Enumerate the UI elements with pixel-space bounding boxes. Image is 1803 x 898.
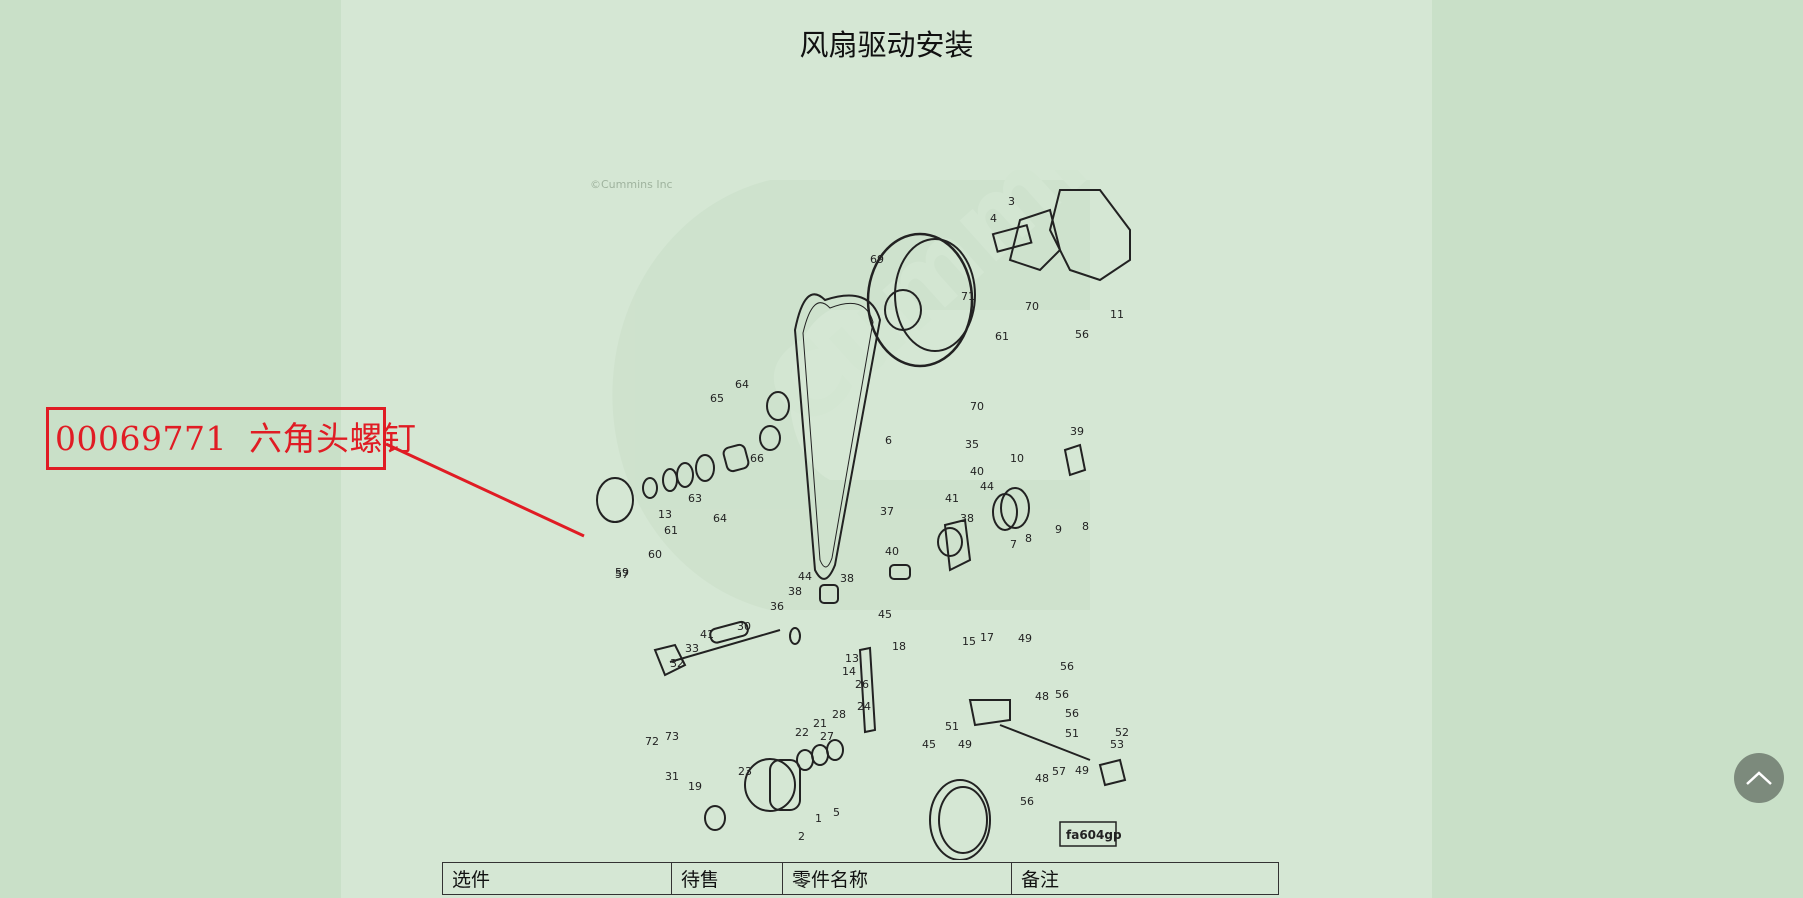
svg-text:27: 27 <box>820 730 834 743</box>
chevron-up-icon <box>1746 771 1772 785</box>
svg-text:35: 35 <box>965 438 979 451</box>
svg-text:69: 69 <box>870 253 884 266</box>
svg-text:73: 73 <box>665 730 679 743</box>
svg-text:26: 26 <box>855 678 869 691</box>
svg-text:49: 49 <box>958 738 972 751</box>
part-number-labels: 71 69 3 4 70 61 70 6 56 11 39 35 64 65 6… <box>615 195 1129 843</box>
svg-text:63: 63 <box>688 492 702 505</box>
svg-text:56: 56 <box>1075 328 1089 341</box>
svg-text:71: 71 <box>961 290 975 303</box>
svg-text:10: 10 <box>1010 452 1024 465</box>
svg-text:1: 1 <box>815 812 822 825</box>
svg-text:32: 32 <box>670 657 684 670</box>
svg-text:41: 41 <box>945 492 959 505</box>
svg-text:64: 64 <box>713 512 727 525</box>
svg-text:22: 22 <box>795 726 809 739</box>
idler-pulley <box>929 779 991 860</box>
figure-id-box: fa604gp <box>1059 821 1122 847</box>
fan-pulley <box>866 232 974 368</box>
svg-text:13: 13 <box>845 652 859 665</box>
svg-text:49: 49 <box>1018 632 1032 645</box>
svg-text:9: 9 <box>1055 523 1062 536</box>
svg-text:70: 70 <box>1025 300 1039 313</box>
svg-text:70: 70 <box>970 400 984 413</box>
svg-text:15: 15 <box>962 635 976 648</box>
parts-table: 选件 待售 零件名称 备注 <box>442 862 1279 895</box>
svg-text:60: 60 <box>648 548 662 561</box>
svg-text:41: 41 <box>700 628 714 641</box>
svg-text:48: 48 <box>1035 772 1049 785</box>
svg-text:11: 11 <box>1110 308 1124 321</box>
col-header-remarks: 备注 <box>1011 862 1279 895</box>
svg-text:38: 38 <box>788 585 802 598</box>
svg-text:45: 45 <box>922 738 936 751</box>
svg-text:33: 33 <box>685 642 699 655</box>
svg-text:44: 44 <box>980 480 994 493</box>
svg-text:30: 30 <box>737 620 751 633</box>
svg-text:52: 52 <box>1115 726 1129 739</box>
cummins-watermark: Cummins <box>612 170 1150 610</box>
tensioner-spring <box>1000 487 1030 529</box>
svg-text:38: 38 <box>960 512 974 525</box>
svg-text:61: 61 <box>664 524 678 537</box>
svg-text:fa604gp: fa604gp <box>1066 828 1122 842</box>
svg-text:51: 51 <box>945 720 959 733</box>
fan-bracket <box>1048 189 1131 282</box>
svg-text:14: 14 <box>842 665 856 678</box>
table-header-row: 选件 待售 零件名称 备注 <box>442 862 1279 895</box>
svg-text:51: 51 <box>1065 727 1079 740</box>
svg-text:17: 17 <box>980 631 994 644</box>
svg-text:53: 53 <box>1110 738 1124 751</box>
svg-text:49: 49 <box>1075 764 1089 777</box>
svg-text:23: 23 <box>738 765 752 778</box>
svg-text:64: 64 <box>735 378 749 391</box>
svg-text:40: 40 <box>885 545 899 558</box>
svg-text:36: 36 <box>770 600 784 613</box>
svg-text:57: 57 <box>615 568 629 581</box>
svg-text:56: 56 <box>1060 660 1074 673</box>
col-header-part-name: 零件名称 <box>782 862 1012 895</box>
svg-text:40: 40 <box>970 465 984 478</box>
svg-text:44: 44 <box>798 570 812 583</box>
svg-text:37: 37 <box>880 505 894 518</box>
svg-text:38: 38 <box>840 572 854 585</box>
svg-text:2: 2 <box>798 830 805 843</box>
svg-text:19: 19 <box>688 780 702 793</box>
col-header-for-sale: 待售 <box>671 862 783 895</box>
part-callout: 00069771 六角头螺钉 <box>46 407 416 470</box>
svg-text:65: 65 <box>710 392 724 405</box>
svg-text:56: 56 <box>1020 795 1034 808</box>
svg-text:8: 8 <box>1082 520 1089 533</box>
exploded-parts-diagram: Cummins ©Cummins Inc <box>590 170 1150 860</box>
page-title: 风扇驱动安装 <box>799 28 974 62</box>
idler-roller <box>744 758 796 812</box>
svg-text:66: 66 <box>750 452 764 465</box>
svg-text:56: 56 <box>1065 707 1079 720</box>
drive-belt <box>793 293 882 580</box>
svg-text:3: 3 <box>1008 195 1015 208</box>
svg-text:57: 57 <box>1052 765 1066 778</box>
svg-text:61: 61 <box>995 330 1009 343</box>
svg-text:28: 28 <box>832 708 846 721</box>
svg-text:7: 7 <box>1010 538 1017 551</box>
svg-text:59: 59 <box>615 566 629 579</box>
svg-text:21: 21 <box>813 717 827 730</box>
svg-text:31: 31 <box>665 770 679 783</box>
fan-spacer-plate <box>596 477 634 523</box>
svg-text:56: 56 <box>1055 688 1069 701</box>
svg-text:45: 45 <box>878 608 892 621</box>
svg-text:13: 13 <box>658 508 672 521</box>
svg-text:72: 72 <box>645 735 659 748</box>
svg-text:8: 8 <box>1025 532 1032 545</box>
svg-text:4: 4 <box>990 212 997 225</box>
svg-text:24: 24 <box>857 700 871 713</box>
col-header-option: 选件 <box>442 862 672 895</box>
copyright-watermark: ©Cummins Inc <box>590 178 673 191</box>
svg-text:39: 39 <box>1070 425 1084 438</box>
svg-text:18: 18 <box>892 640 906 653</box>
svg-text:48: 48 <box>1035 690 1049 703</box>
svg-text:5: 5 <box>833 806 840 819</box>
scroll-to-top-button[interactable] <box>1734 753 1784 803</box>
svg-text:6: 6 <box>885 434 892 447</box>
